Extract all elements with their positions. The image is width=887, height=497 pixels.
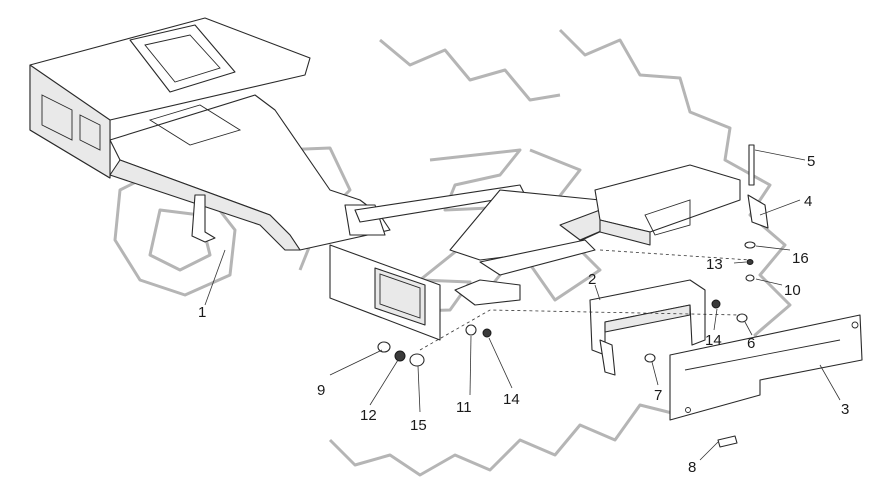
skirt-plate	[669, 314, 863, 421]
callout-7: 7	[654, 387, 662, 404]
callout-11: 11	[456, 399, 472, 416]
callout-5: 5	[807, 153, 815, 170]
rear-box-bracket	[594, 164, 741, 246]
callout-14b: 14	[503, 391, 520, 408]
callout-13: 13	[706, 256, 723, 273]
callout-14a: 14	[705, 332, 722, 349]
callout-labels: 1 2 3 4 5 6 7 8 9 10 11 12 13 14 14 15 1…	[198, 153, 849, 476]
callout-9: 9	[317, 382, 325, 399]
loose-hardware	[377, 299, 748, 448]
side-plate-and-fasteners	[744, 144, 769, 282]
callout-4: 4	[804, 193, 812, 210]
callout-15: 15	[410, 417, 427, 434]
callout-leaders	[204, 149, 841, 461]
callout-6: 6	[747, 335, 755, 352]
center-bracket	[454, 239, 706, 376]
callout-10: 10	[784, 282, 801, 299]
callout-16: 16	[792, 250, 809, 267]
callout-1: 1	[198, 304, 206, 321]
callout-2: 2	[588, 271, 596, 288]
callout-12: 12	[360, 407, 377, 424]
callout-8: 8	[688, 459, 696, 476]
callout-3: 3	[841, 401, 849, 418]
assembly-lines	[419, 249, 751, 351]
front-panel	[329, 244, 441, 341]
